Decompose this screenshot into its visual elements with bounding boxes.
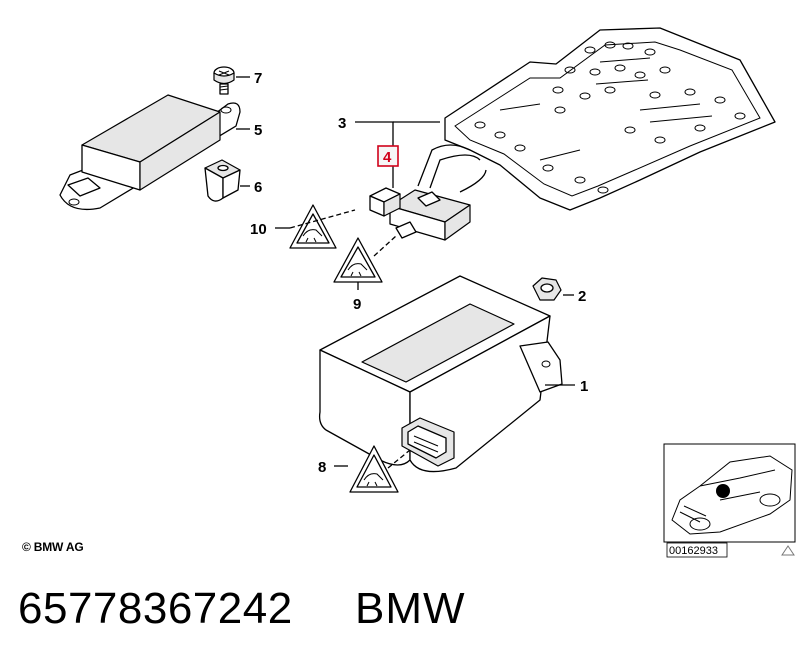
warning-label-10 — [289, 204, 337, 249]
part-number: 65778367242 — [18, 584, 293, 633]
callout-8: 8 — [318, 459, 326, 476]
copyright-text: © BMW AG — [22, 540, 84, 554]
control-unit-part-1 — [318, 275, 563, 473]
callout-1: 1 — [580, 378, 588, 395]
callout-2: 2 — [578, 288, 586, 305]
callout-7: 7 — [254, 70, 262, 87]
thumbnail-label: 00162933 — [669, 545, 718, 557]
clip-nut-part-6 — [204, 159, 241, 202]
corner-triangle-icon — [781, 545, 795, 556]
callout-4-highlight-box — [377, 145, 399, 167]
brand-name: BMW — [355, 584, 466, 633]
callout-10: 10 — [250, 221, 267, 238]
vehicle-location-thumbnail: 00162933 — [663, 443, 796, 558]
mat-holes — [474, 41, 746, 194]
callout-6: 6 — [254, 179, 262, 196]
warning-label-8 — [349, 445, 399, 493]
nut-part-2 — [532, 277, 562, 301]
callout-4: 4 — [383, 149, 392, 166]
location-marker-dot — [716, 484, 730, 498]
callout-5: 5 — [254, 122, 262, 139]
seat-mat-gasket — [444, 27, 776, 211]
callout-9: 9 — [353, 296, 361, 313]
wiring-connector-4 — [369, 144, 487, 241]
callout-3: 3 — [338, 115, 346, 132]
sensor-module-part-5 — [59, 94, 241, 211]
warning-label-9 — [333, 237, 383, 283]
screw-part-7 — [213, 66, 235, 95]
